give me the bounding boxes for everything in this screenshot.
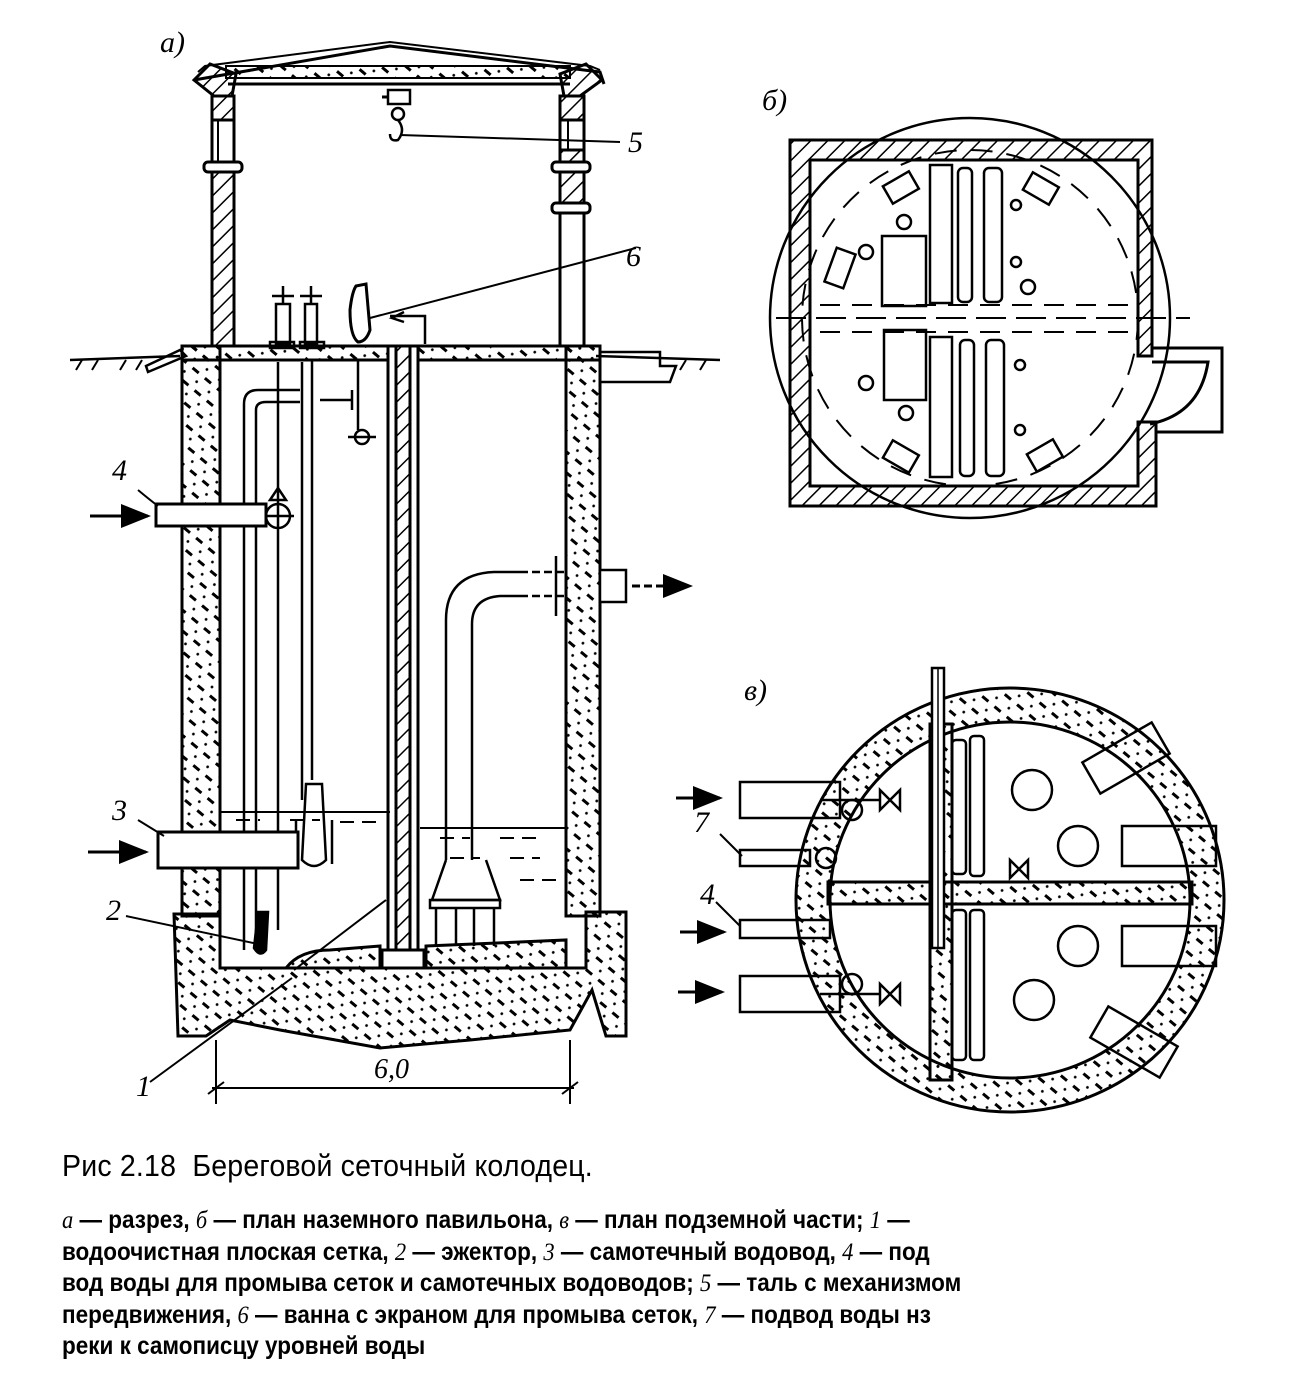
wash-tank [348, 282, 372, 344]
callout-labels-a: 5 6 4 3 2 1 [106, 126, 643, 1103]
legend-key: 2 [394, 1238, 407, 1266]
legend-text: — самотечный водовод, [554, 1237, 843, 1266]
pavilion-roof [191, 40, 606, 98]
legend-text: — таль с механизмом [711, 1269, 962, 1297]
legend-text: — подвод воды нз [715, 1300, 931, 1329]
callout-6: 6 [626, 240, 641, 273]
screen-slots-plan [822, 163, 1065, 479]
suction-pipe [428, 556, 628, 946]
legend-text: — разрез, [73, 1206, 196, 1234]
panel-a-section: а) [69, 26, 721, 1104]
legend-key: в [559, 1207, 570, 1234]
panel-v-label: в) [744, 674, 767, 707]
figure-caption-title: Рис 2.18 Береговой сеточный колодец. [62, 1148, 593, 1184]
inlet-pipe-3 [156, 830, 300, 870]
callout-2: 2 [106, 894, 121, 927]
legend-text: — [880, 1206, 910, 1234]
legend-line: а — разрез, б — план наземного павильона… [62, 1205, 1133, 1237]
callout-3: 3 [111, 794, 127, 827]
dimension-value: 6,0 [374, 1054, 409, 1085]
legend-text: — эжектор, [406, 1237, 544, 1266]
legend-key: 4 [842, 1238, 854, 1266]
screen-slots-v [950, 734, 986, 1062]
callout-4: 4 [112, 454, 127, 487]
callout-leaders-v [715, 833, 743, 927]
legend-key: а [62, 1207, 74, 1234]
legend-text: — план наземного павильона, [207, 1206, 560, 1234]
hoist-icon [382, 88, 412, 142]
partition-wall [394, 344, 412, 952]
figure-title: Береговой сеточный колодец. [192, 1148, 593, 1183]
figure-legend: а — разрез, б — план наземного павильона… [62, 1205, 1133, 1362]
legend-line: реки к самописцу уровней воды [62, 1331, 1133, 1362]
callout-4-v: 4 [700, 878, 715, 911]
callout-1: 1 [136, 1070, 151, 1103]
legend-key: 5 [699, 1270, 712, 1297]
pavilion-walls-plan [788, 138, 1158, 508]
legend-line: передвижения, 6 — ванна с экраном для пр… [62, 1300, 1133, 1332]
legend-key: б [195, 1207, 208, 1234]
callout-5: 5 [628, 126, 643, 159]
legend-line: вод воды для промыва сеток и самотечных … [62, 1268, 1133, 1300]
legend-key: 7 [704, 1301, 716, 1329]
figure-number: Рис 2.18 [62, 1148, 177, 1183]
legend-text: реки к самописцу уровней воды [62, 1332, 426, 1360]
outlet-pipes-v [1010, 720, 1218, 1080]
panel-v-plan: в) [676, 666, 1226, 1114]
legend-text: водоочистная плоская сетка, [62, 1237, 395, 1266]
panel-b-plan: б) [762, 84, 1224, 520]
legend-text: вод воды для промыва сеток и самотечных … [62, 1269, 700, 1297]
valve-handles [268, 286, 326, 350]
callout-leaders [125, 134, 637, 1083]
legend-text: — план подземной части; [569, 1206, 870, 1234]
legend-text: — под [853, 1237, 930, 1266]
panel-a-label: а) [160, 26, 185, 59]
legend-text: — ванна с экраном для промыва сеток, [248, 1300, 705, 1329]
legend-key: 1 [869, 1207, 881, 1234]
shaft-wall-left [180, 344, 222, 918]
water-level [220, 811, 566, 881]
legend-text: передвижения, [62, 1300, 238, 1329]
inlet-pipes-v [738, 780, 1030, 1014]
dimension-line [207, 1040, 579, 1104]
legend-line: водоочистная плоская сетка, 2 — эжектор,… [62, 1237, 1133, 1269]
panel-b-label: б) [762, 84, 787, 117]
shaft-wall-right [564, 344, 602, 918]
figure-drawing: а) [69, 26, 1226, 1114]
legend-key: 6 [237, 1301, 249, 1329]
callout-7: 7 [694, 806, 711, 839]
cross-wall-horizontal [826, 880, 1194, 906]
legend-key: 3 [543, 1238, 555, 1266]
inlet-pipe-4 [154, 502, 268, 528]
